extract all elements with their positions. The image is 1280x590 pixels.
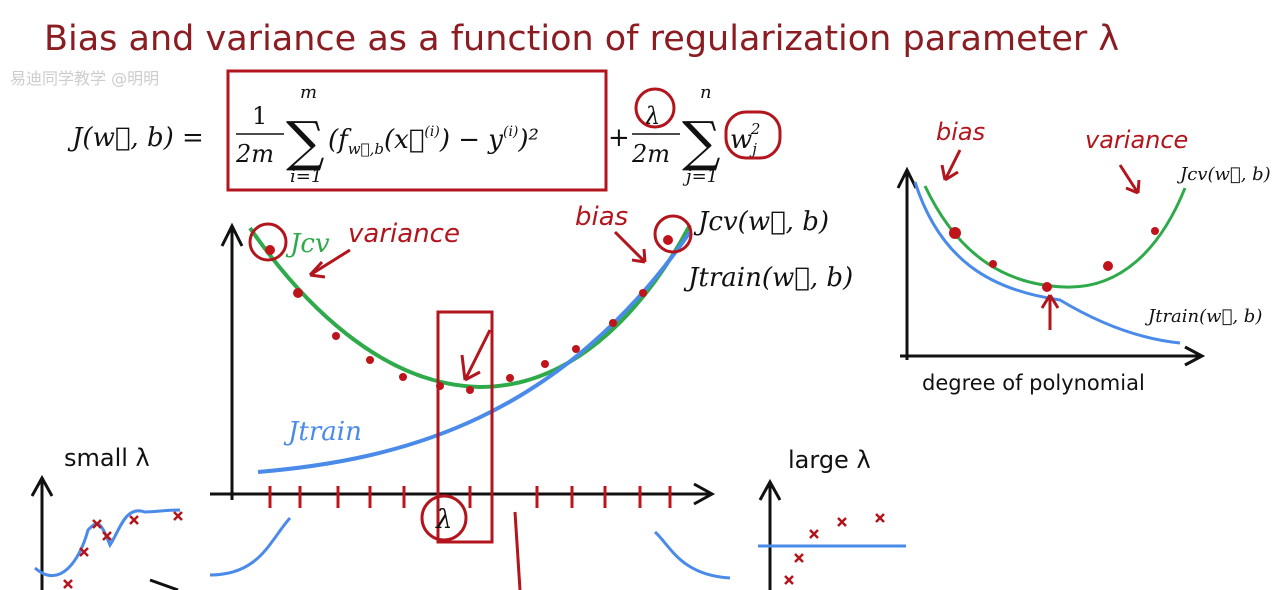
- right-jcv-label: Jcv(w⃗, b): [1176, 164, 1271, 185]
- degree-plot: bias variance Jcv(w⃗, b) Jtrain(w⃗, b) d…: [896, 118, 1271, 395]
- jcv-label: Jcv: [285, 229, 330, 259]
- sum-body: (fw⃗,b(x⃗(i)) − y(i))²: [328, 124, 539, 158]
- small-lambda-label: small λ: [64, 444, 150, 472]
- variance-annotation: variance: [348, 219, 460, 249]
- sum2-bot: j=1: [682, 166, 718, 187]
- large-lambda-label: large λ: [788, 446, 871, 474]
- wj-term: wj2: [730, 120, 760, 158]
- frac-den: 2m: [235, 140, 274, 168]
- small-lambda-plot: small λ: [30, 444, 183, 590]
- main-plot: Jcv variance bias Jcv(w⃗, b) Jtrain(w⃗, …: [209, 202, 853, 590]
- jtrain-full-label: Jtrain(w⃗, b): [683, 263, 853, 293]
- lambda-num: λ: [644, 102, 660, 130]
- right-jtrain-label: Jtrain(w⃗, b): [1144, 306, 1262, 327]
- large-lambda-plot: large λ: [758, 446, 906, 590]
- sigma-2: ∑: [682, 110, 721, 173]
- right-variance-annotation: variance: [1085, 126, 1188, 154]
- jcv-full-label: Jcv(w⃗, b): [693, 207, 829, 237]
- sum-bot: i=1: [290, 166, 322, 187]
- lambda-axis-label: λ: [435, 505, 452, 535]
- sigma-1: ∑: [286, 110, 325, 173]
- bias-annotation: bias: [575, 202, 628, 232]
- watermark: 易迪同学教学 @明明: [10, 69, 159, 88]
- highlight-box: [226, 69, 608, 192]
- cv-points: [265, 235, 673, 394]
- frac2-den: 2m: [631, 140, 670, 168]
- jtrain-curve: [257, 230, 692, 474]
- right-bias-annotation: bias: [936, 118, 985, 146]
- formula-lhs: J(w⃗, b) =: [67, 123, 204, 153]
- frac-num: 1: [252, 102, 267, 130]
- lambda-ticks: [268, 486, 672, 508]
- plus: +: [608, 123, 630, 153]
- jtrain-label: Jtrain: [283, 417, 362, 447]
- cost-formula: J(w⃗, b) = 1 2m m ∑ i=1 (fw⃗,b(x⃗(i)) − …: [67, 69, 782, 192]
- optimal-lambda-box: [436, 310, 494, 544]
- right-x-label: degree of polynomial: [922, 371, 1145, 395]
- sum-top: m: [300, 82, 317, 103]
- sum2-top: n: [700, 82, 712, 103]
- slide-title: Bias and variance as a function of regul…: [44, 19, 1119, 59]
